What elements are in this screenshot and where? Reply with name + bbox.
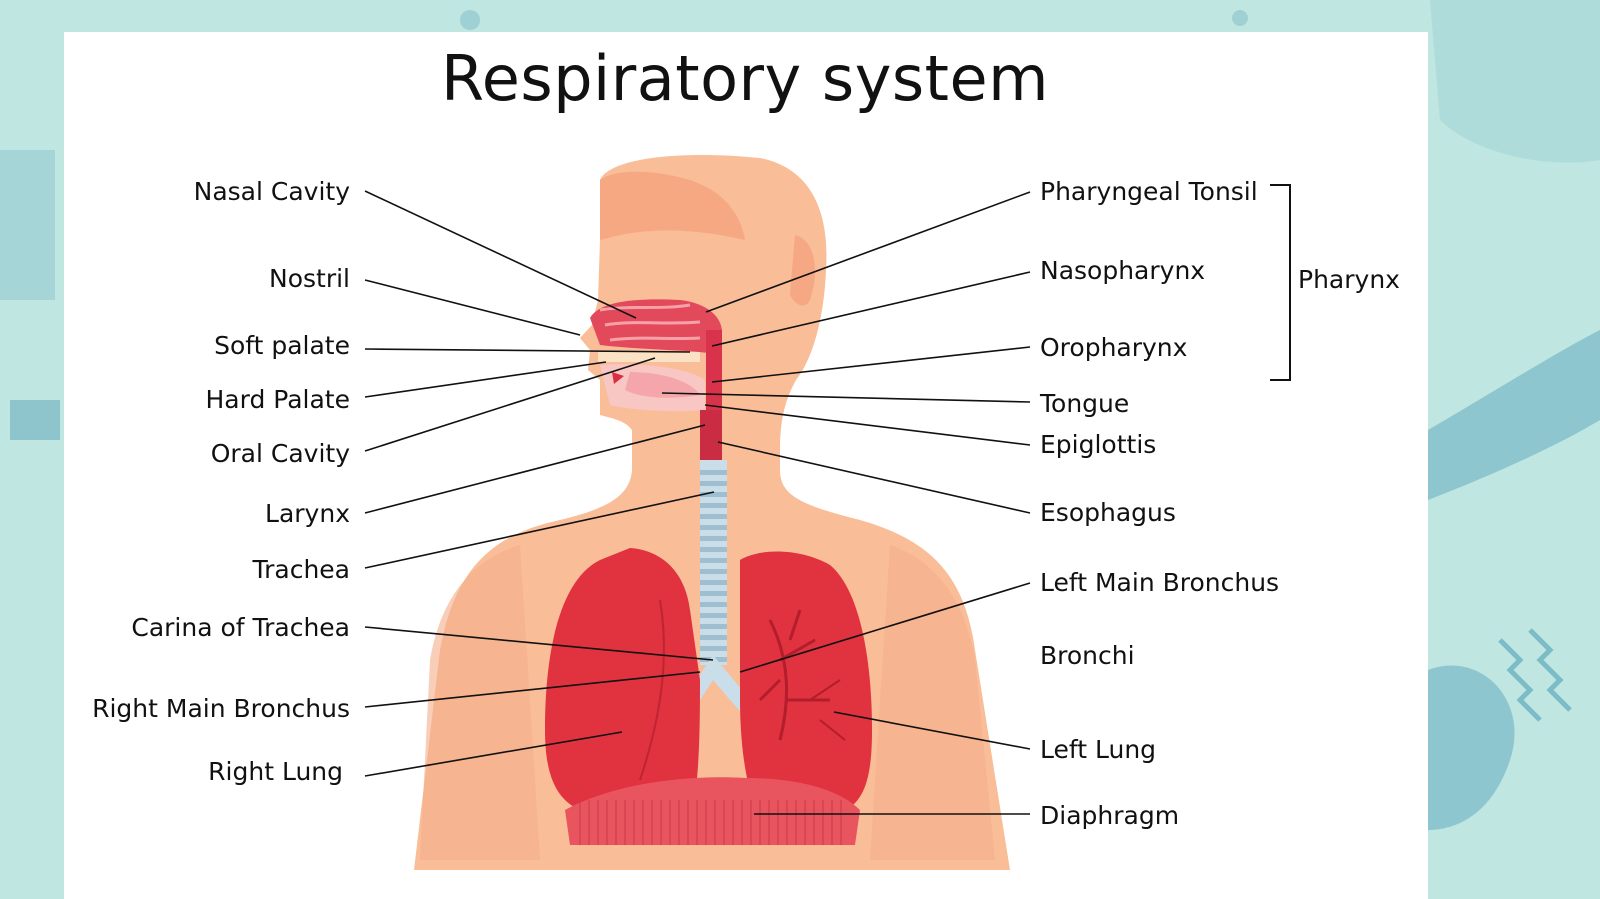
- trachea-ring: [700, 613, 727, 618]
- leader-line-oropharynx: [711, 346, 1031, 383]
- trachea-ring: [700, 536, 727, 541]
- trachea-ring: [700, 470, 727, 475]
- trachea-ring: [700, 602, 727, 607]
- diagram-title: Respiratory system: [440, 42, 1050, 115]
- leader-line-left-lung: [833, 711, 1031, 750]
- leader-line-trachea: [364, 491, 715, 569]
- label-trachea: Trachea: [252, 555, 351, 584]
- trachea-ring: [700, 514, 727, 519]
- trachea-ring: [700, 503, 727, 508]
- pharynx-bracket: [1270, 184, 1291, 381]
- label-oral-cavity: Oral Cavity: [210, 439, 350, 468]
- leader-line-hard-palate: [364, 361, 607, 398]
- leader-line-nostril: [364, 279, 581, 336]
- leader-line-larynx: [364, 424, 706, 514]
- label-larynx: Larynx: [265, 499, 350, 528]
- trachea-ring: [700, 569, 727, 574]
- leader-line-right-lung: [364, 731, 623, 777]
- label-nasopharynx: Nasopharynx: [1040, 256, 1206, 285]
- head-airway: [590, 299, 722, 470]
- trachea-ring: [700, 547, 727, 552]
- trachea-ring: [700, 481, 727, 486]
- trachea-ring: [700, 558, 727, 563]
- label-esophagus: Esophagus: [1040, 498, 1176, 527]
- label-pharyngeal-tonsil: Pharyngeal Tonsil: [1040, 177, 1258, 206]
- label-nostril: Nostril: [269, 264, 350, 293]
- label-tongue: Tongue: [1040, 389, 1130, 418]
- trachea-ring: [700, 525, 727, 530]
- label-carina: Carina of Trachea: [131, 613, 350, 642]
- trachea-ring: [700, 635, 727, 640]
- leader-line-tongue: [661, 392, 1031, 403]
- leader-line-left-main-bronchus: [739, 582, 1031, 673]
- leader-line-epiglottis: [704, 404, 1031, 446]
- trachea-ring: [700, 492, 727, 497]
- leader-line-right-main-bronchus: [364, 671, 701, 708]
- leader-line-soft-palate: [364, 348, 691, 353]
- leader-line-carina: [364, 626, 714, 661]
- diaphragm-muscle: [565, 777, 860, 845]
- leader-lines: [364, 190, 1031, 815]
- leader-line-nasal-cavity: [364, 190, 637, 319]
- leader-line-esophagus: [717, 441, 1031, 514]
- label-nasal-cavity: Nasal Cavity: [193, 177, 350, 206]
- label-left-lung: Left Lung: [1040, 735, 1157, 764]
- leader-line-oral-cavity: [364, 357, 656, 452]
- lungs: [545, 548, 872, 815]
- leader-line-nasopharynx: [711, 271, 1031, 347]
- label-hard-palate: Hard Palate: [205, 385, 351, 414]
- label-oropharynx: Oropharynx: [1040, 333, 1188, 362]
- trachea-ring: [700, 591, 727, 596]
- trachea-ring: [700, 580, 727, 585]
- label-pharynx-group: Pharynx: [1298, 265, 1400, 294]
- label-right-main-bronchus: Right Main Bronchus: [92, 694, 350, 723]
- trachea-ring: [700, 624, 727, 629]
- label-right-lung: Right Lung: [208, 757, 343, 786]
- leader-line-pharyngeal-tonsil: [705, 191, 1031, 313]
- label-epiglottis: Epiglottis: [1040, 430, 1157, 459]
- label-bronchi: Bronchi: [1040, 641, 1135, 670]
- label-left-main-bronchus: Left Main Bronchus: [1040, 568, 1280, 597]
- trachea-ring: [700, 646, 727, 651]
- label-diaphragm: Diaphragm: [1040, 801, 1180, 830]
- label-soft-palate: Soft palate: [214, 331, 350, 360]
